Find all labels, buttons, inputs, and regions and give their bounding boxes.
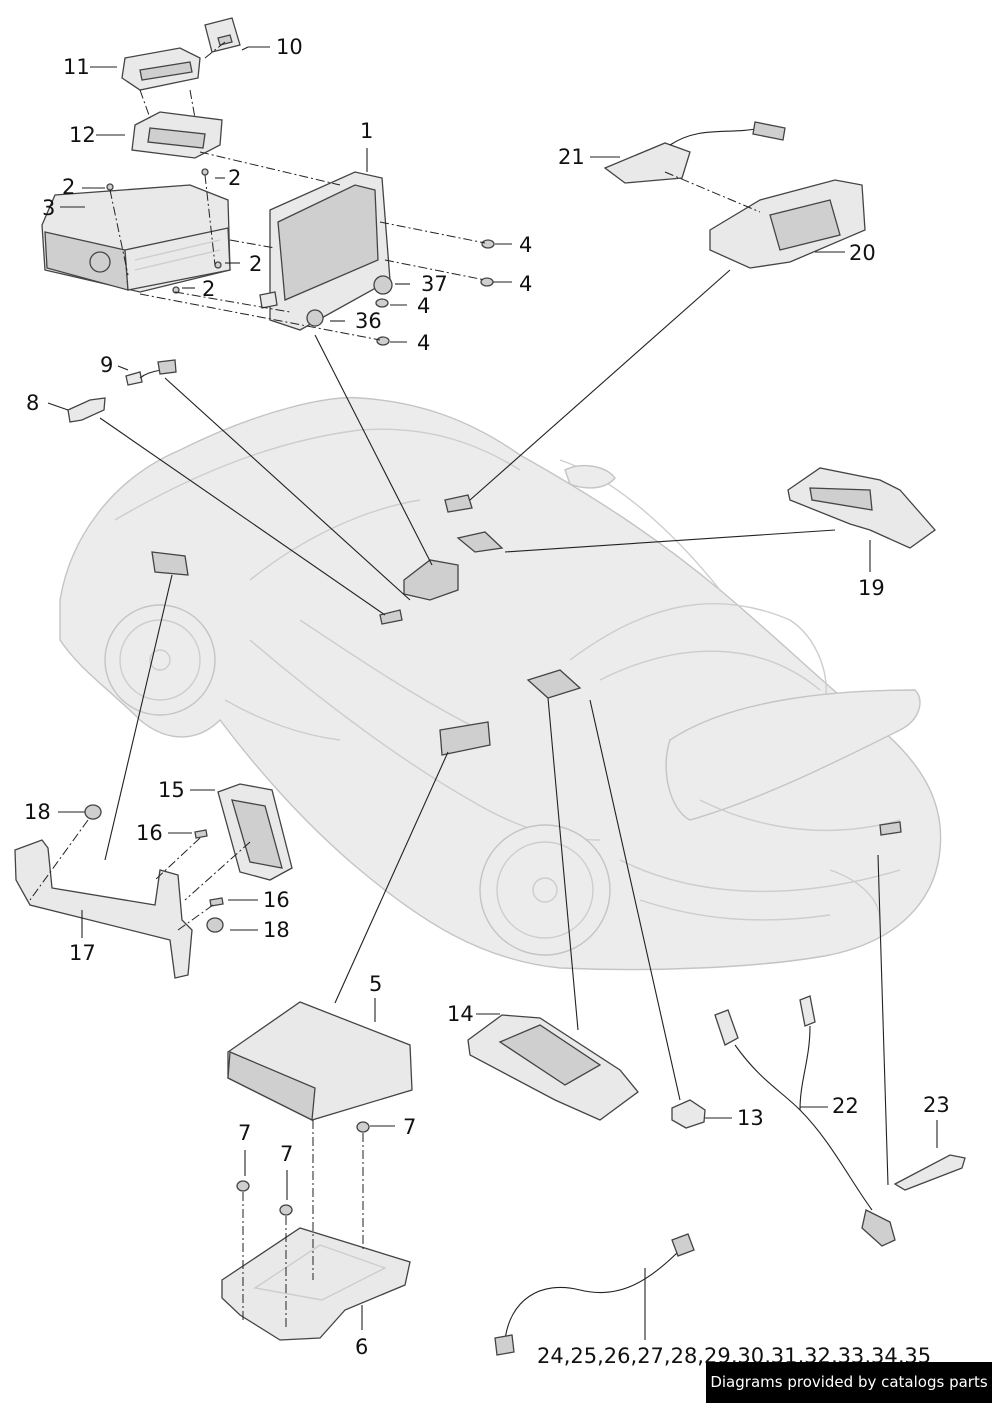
callout-16: 16	[263, 888, 290, 912]
callout-10: 10	[276, 35, 303, 59]
callout-19: 19	[858, 576, 885, 600]
part-15-module	[217, 783, 293, 881]
callout-1: 1	[360, 119, 374, 143]
part-1-display-unit	[259, 171, 393, 331]
part-21-antenna-cable	[603, 121, 786, 184]
callout-18: 18	[263, 918, 290, 942]
callout-37: 37	[421, 272, 448, 296]
callout-5: 5	[369, 972, 383, 996]
callout-8: 8	[26, 391, 40, 415]
part-10-connector	[204, 17, 241, 53]
part-8-switch	[67, 397, 106, 423]
callout-13: 13	[737, 1106, 764, 1130]
part-5-amplifier	[227, 1001, 413, 1122]
installed-parts	[151, 494, 902, 836]
callout-3: 3	[42, 196, 56, 220]
callout-2: 2	[62, 175, 76, 199]
leader-lines	[47, 46, 938, 1340]
part-12-bracket	[131, 111, 223, 159]
vehicle-outline	[59, 396, 942, 971]
callout-11: 11	[63, 55, 90, 79]
callout-2: 2	[202, 277, 216, 301]
part-14-tray	[467, 1014, 639, 1121]
callout-2: 2	[249, 252, 263, 276]
part-7-nuts	[236, 1121, 370, 1216]
callout-15: 15	[158, 778, 185, 802]
callout-4: 4	[519, 272, 533, 296]
part-17-bracket	[14, 839, 193, 979]
callout-18: 18	[24, 800, 51, 824]
part-22-cable	[714, 995, 896, 1247]
callout-17: 17	[69, 941, 96, 965]
callout-16: 16	[136, 821, 163, 845]
part-20-module	[709, 179, 866, 269]
part-23-bracket	[893, 1154, 966, 1191]
screws	[106, 168, 495, 346]
callout-20: 20	[849, 241, 876, 265]
callout-36: 36	[355, 309, 382, 333]
part-11-module	[121, 47, 201, 91]
callout-14: 14	[447, 1002, 474, 1026]
callout-24-35: 24,25,26,27,28,29,30,31,32,33,34,35	[537, 1344, 932, 1368]
callout-7: 7	[403, 1115, 417, 1139]
callout-4: 4	[519, 233, 533, 257]
fasteners-16-18	[84, 804, 224, 933]
assembly-lines	[29, 41, 761, 1330]
callout-4: 4	[417, 331, 431, 355]
callout-23: 23	[923, 1093, 950, 1117]
callout-21: 21	[558, 145, 585, 169]
callout-7: 7	[238, 1121, 252, 1145]
callout-6: 6	[355, 1335, 369, 1359]
part-3-radio-chassis	[41, 184, 231, 293]
part-6-mounting-frame	[221, 1227, 411, 1341]
callout-4: 4	[417, 294, 431, 318]
callout-22: 22	[832, 1094, 859, 1118]
part-13-connector	[671, 1099, 706, 1129]
callout-2: 2	[228, 166, 242, 190]
part-24-35-cable	[494, 1233, 695, 1356]
callout-9: 9	[100, 353, 114, 377]
callout-12: 12	[69, 123, 96, 147]
credit-banner: Diagrams provided by catalogs parts	[706, 1362, 992, 1403]
part-9-cable	[125, 359, 177, 386]
part-19-control-unit	[787, 467, 936, 549]
callout-7: 7	[280, 1142, 294, 1166]
